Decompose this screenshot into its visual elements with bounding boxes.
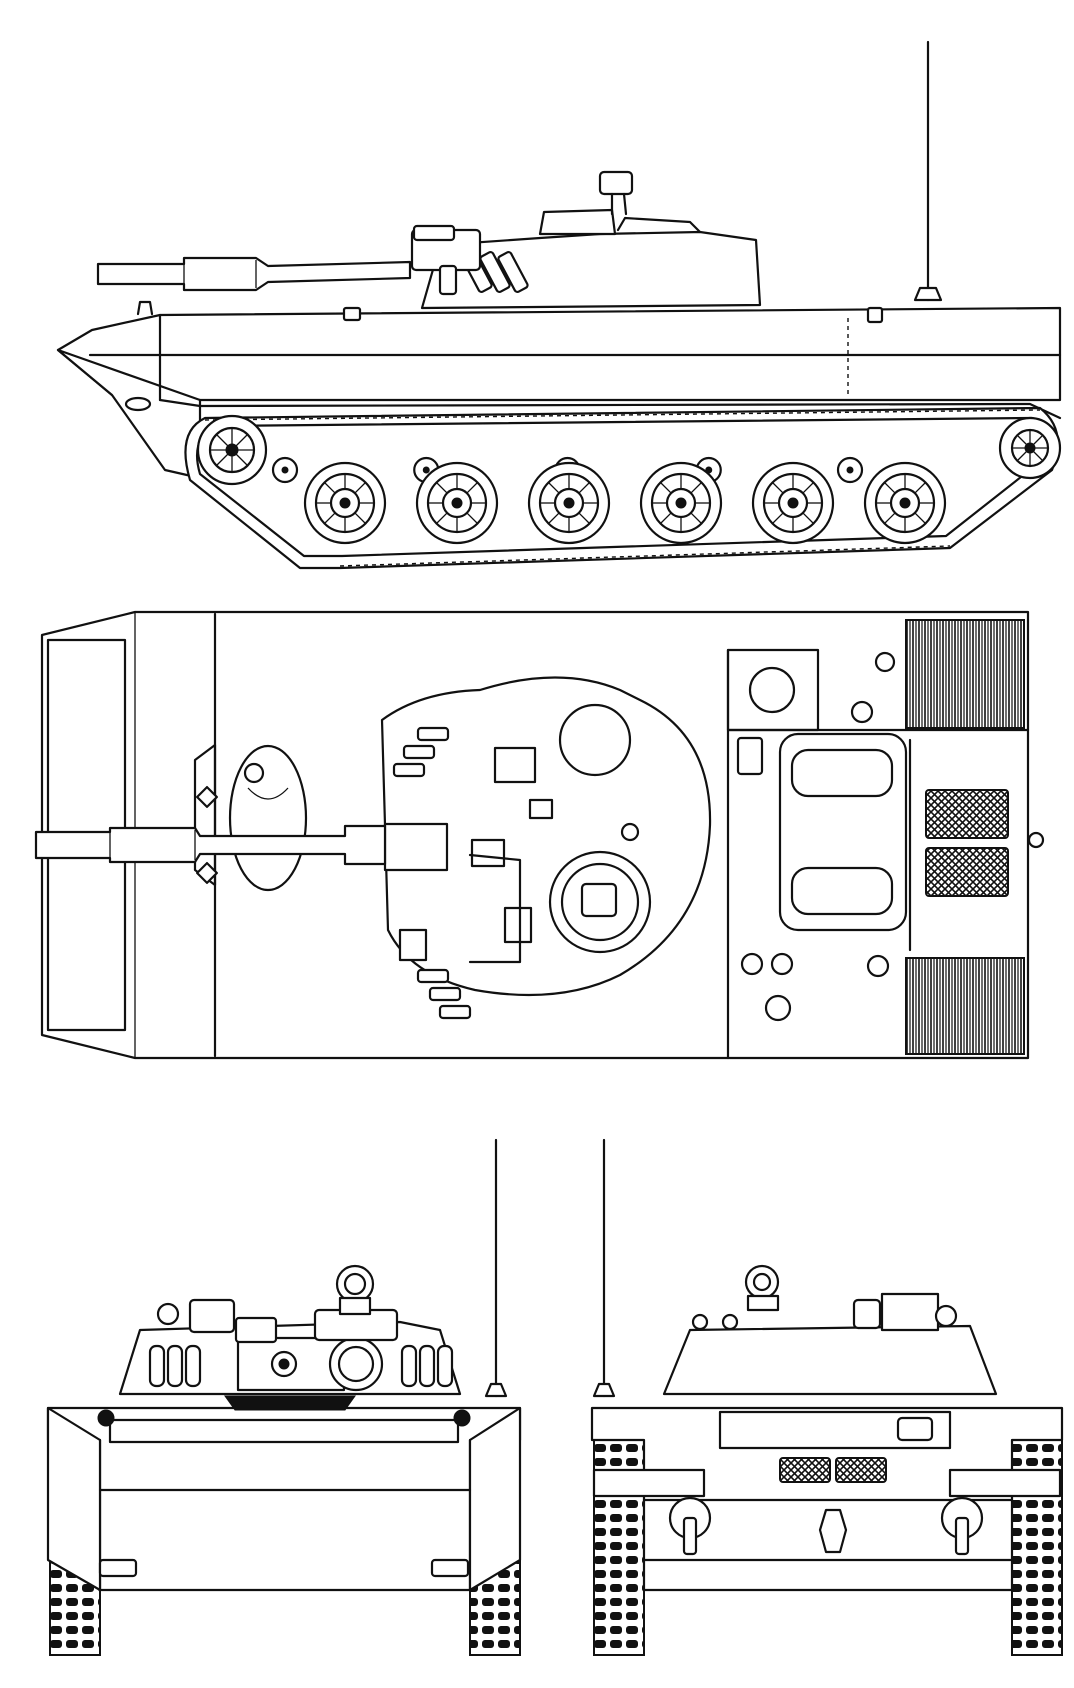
rear-tow-hook-right [940, 1496, 984, 1556]
side-return-roller [271, 456, 299, 484]
side-antenna-base [913, 286, 943, 302]
top-vent-mesh-lower [925, 847, 1009, 897]
side-idler-wheel [998, 416, 1062, 480]
top-vent-mesh-upper [925, 789, 1009, 839]
side-headlight [124, 396, 152, 412]
side-road-wheel [303, 461, 387, 545]
side-view [56, 40, 1062, 570]
front-headlight-right [453, 1409, 471, 1427]
top-smoke-launchers [392, 726, 472, 1020]
rear-turret-box [880, 1292, 940, 1332]
top-engine-grille-right [905, 957, 1025, 1055]
front-commander-sight [335, 1264, 375, 1304]
front-headlight-left [97, 1409, 115, 1427]
rear-center-hitch [818, 1508, 848, 1554]
rear-view [590, 1138, 1064, 1656]
side-road-wheel [415, 461, 499, 545]
front-smoke-launchers [148, 1344, 454, 1388]
side-track [184, 406, 1059, 570]
side-cupola [538, 208, 617, 236]
side-road-wheel [863, 461, 947, 545]
top-trim-vane [46, 638, 127, 1032]
side-return-roller [836, 456, 864, 484]
rear-vent-right [835, 1457, 887, 1483]
side-periscope [598, 170, 634, 196]
top-engine-grille-left [905, 619, 1025, 729]
top-main-gun [34, 824, 387, 866]
top-gun-mantlet [383, 822, 449, 872]
top-driver-hatch [228, 744, 308, 892]
side-road-wheels [303, 461, 947, 545]
side-road-wheel [639, 461, 723, 545]
front-sight-optic [328, 1336, 384, 1392]
rear-vent-left [779, 1457, 831, 1483]
front-view [46, 1138, 522, 1656]
top-view [34, 610, 1045, 1060]
top-commander-hatch [558, 703, 632, 777]
side-main-gun [96, 256, 412, 292]
rear-turret [662, 1324, 998, 1396]
side-drive-sprocket [196, 414, 268, 486]
side-bow-plate [56, 348, 202, 480]
rear-commander-sight [744, 1264, 780, 1300]
side-road-wheel [527, 461, 611, 545]
top-turret-box [493, 746, 537, 784]
rear-tow-hook-left [668, 1496, 712, 1556]
side-road-wheel [751, 461, 835, 545]
